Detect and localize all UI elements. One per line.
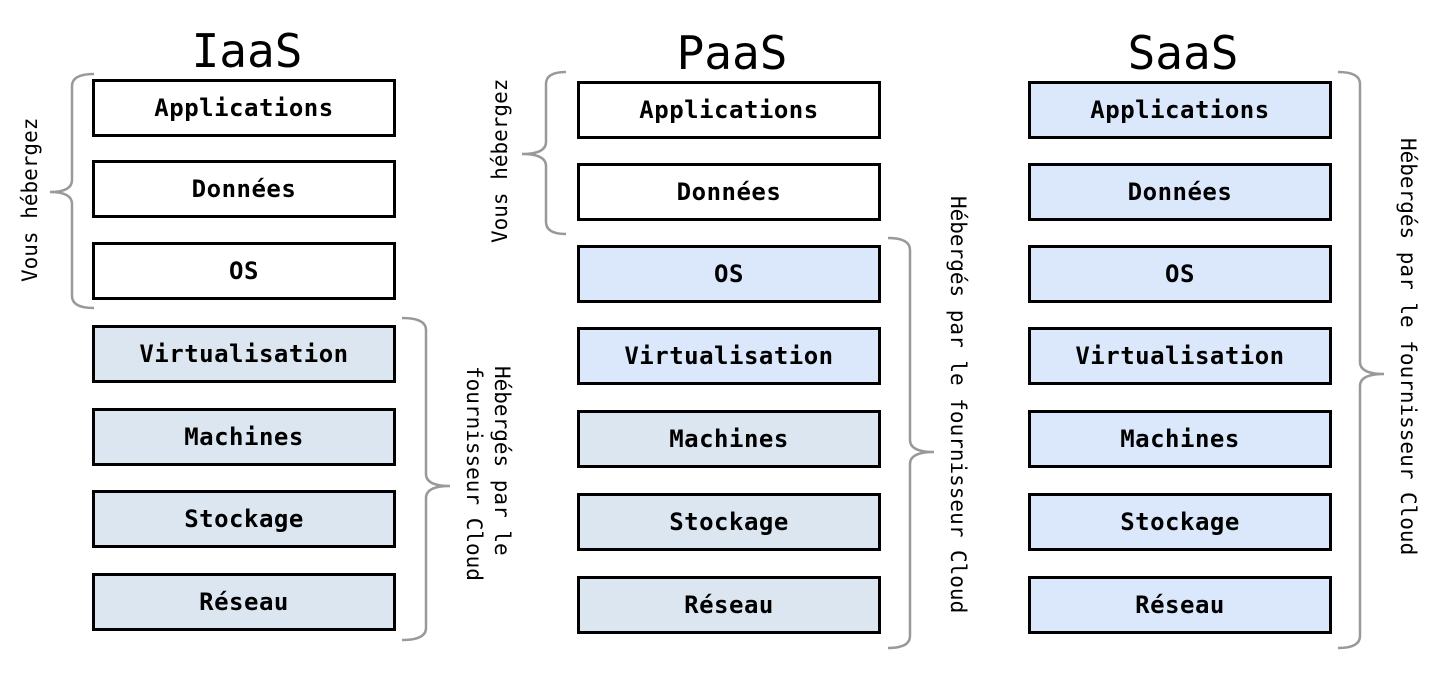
iaas-layer-machines: Machines	[92, 408, 396, 466]
iaas-layer-applications: Applications	[92, 79, 396, 137]
saas-layer-reseau: Réseau	[1028, 576, 1332, 634]
paas-layer-applications: Applications	[577, 81, 881, 139]
iaas-title: IaaS	[191, 24, 303, 78]
iaas-self-label: Vous hébergez	[18, 117, 42, 282]
saas-provider-label: Hébergés par le fournisseur Cloud	[1396, 138, 1420, 556]
paas-layer-donnees: Données	[577, 163, 881, 221]
iaas-layer-donnees: Données	[92, 160, 396, 218]
iaas-provider-brace	[401, 316, 451, 642]
paas-layer-machines: Machines	[577, 410, 881, 468]
paas-provider-brace	[887, 236, 935, 650]
paas-title: PaaS	[676, 26, 788, 80]
paas-self-label: Vous hébergez	[488, 78, 512, 243]
saas-provider-brace	[1337, 70, 1385, 650]
saas-layer-donnees: Données	[1028, 163, 1332, 221]
paas-provider-label: Hébergés par le fournisseur Cloud	[946, 196, 970, 614]
iaas-provider-label-line2: fournisseur Cloud	[462, 366, 486, 581]
iaas-provider-label-line1: Hébergés par le	[490, 366, 514, 556]
paas-layer-reseau: Réseau	[577, 576, 881, 634]
saas-layer-applications: Applications	[1028, 81, 1332, 139]
paas-self-brace	[521, 70, 567, 236]
saas-layer-stockage: Stockage	[1028, 493, 1332, 551]
iaas-layer-stockage: Stockage	[92, 490, 396, 548]
iaas-layer-os: OS	[92, 242, 396, 300]
iaas-self-brace	[49, 72, 95, 310]
paas-layer-virtualisation: Virtualisation	[577, 327, 881, 385]
saas-title: SaaS	[1127, 26, 1239, 80]
paas-layer-stockage: Stockage	[577, 493, 881, 551]
paas-layer-os: OS	[577, 245, 881, 303]
iaas-layer-virtualisation: Virtualisation	[92, 325, 396, 383]
saas-layer-os: OS	[1028, 245, 1332, 303]
saas-layer-machines: Machines	[1028, 410, 1332, 468]
saas-layer-virtualisation: Virtualisation	[1028, 327, 1332, 385]
iaas-layer-reseau: Réseau	[92, 573, 396, 631]
